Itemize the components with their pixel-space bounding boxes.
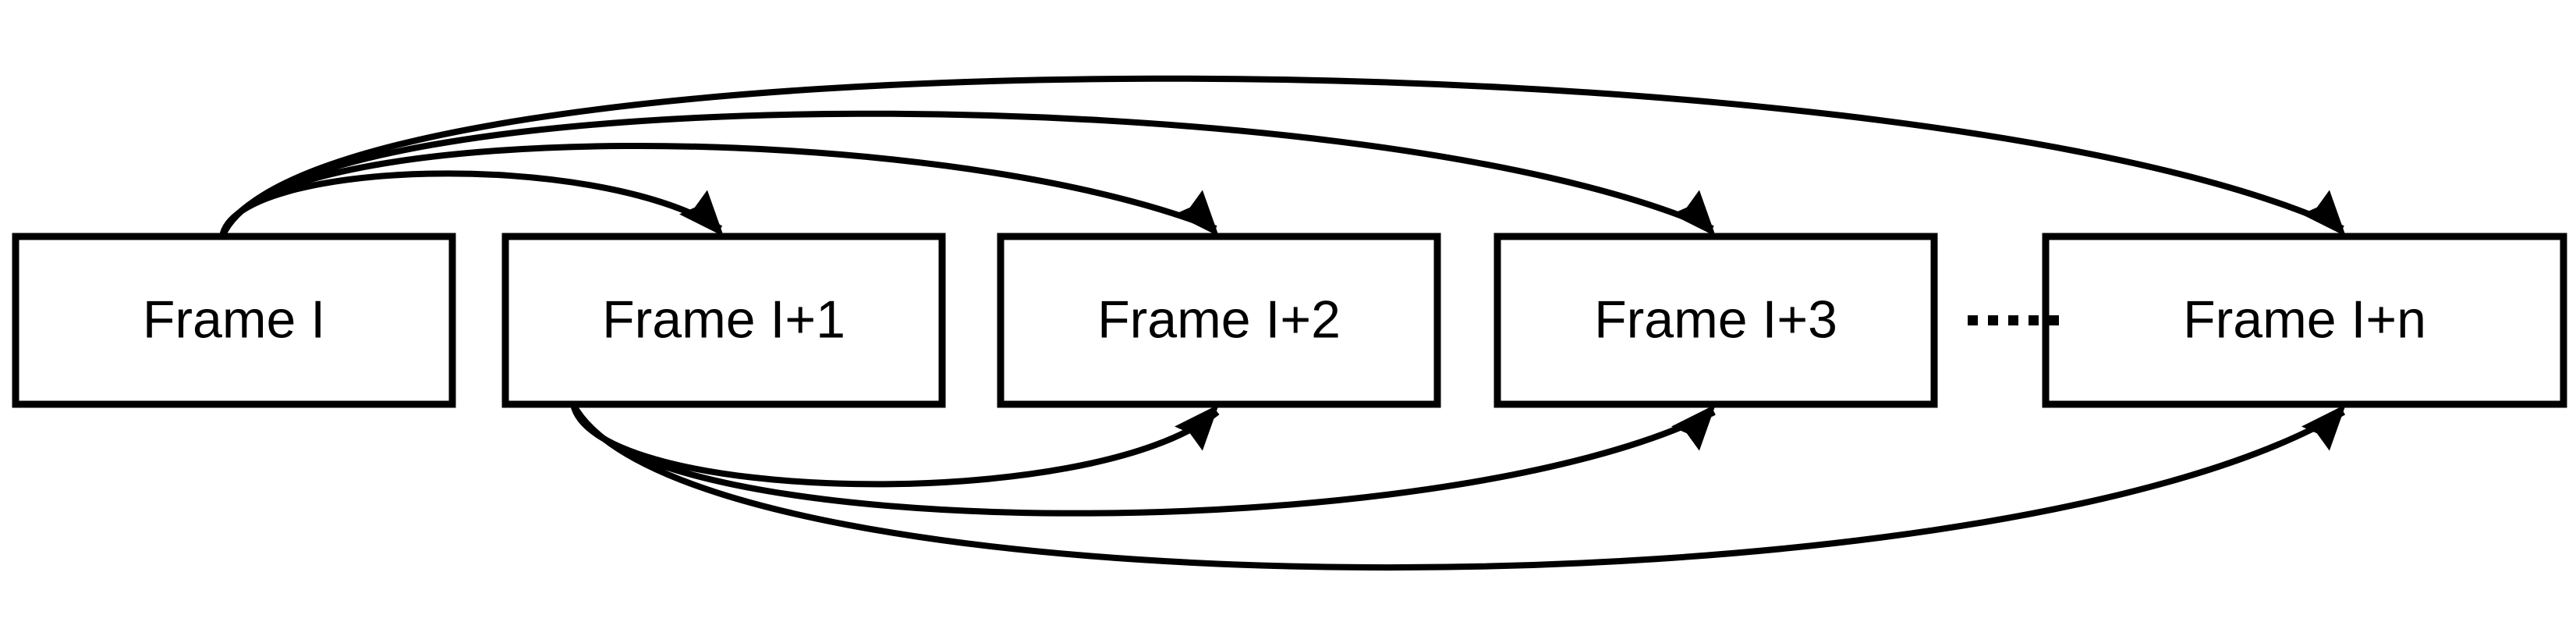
frame-label-frame-i: Frame I [143, 290, 325, 349]
arrowheads-group [679, 190, 2346, 451]
bottom-edges-group [570, 403, 2346, 571]
frame-box-frame-i3[interactable] [1494, 233, 1938, 408]
edge-frame-i1-to-frame-i3 [570, 403, 1716, 517]
frame-label-frame-i3: Frame I+3 [1594, 290, 1837, 349]
arrowhead-into-frame-i3-top [1671, 190, 1716, 236]
frame-node-frame-i[interactable]: Frame I [12, 233, 456, 408]
ellipsis-dot [1968, 315, 1978, 325]
frame-node-frame-i2[interactable]: Frame I+2 [997, 233, 1441, 408]
edge-frame-i-to-frame-i3 [219, 110, 1714, 238]
ellipsis-dot [1988, 315, 1998, 325]
frames-ellipsis-icon [1968, 315, 2059, 325]
ellipsis-dot [2029, 315, 2039, 325]
edge-frame-i-to-frame-in [219, 75, 2344, 238]
top-edges-group [219, 75, 2344, 238]
arrowhead-into-frame-in-top [2301, 190, 2346, 236]
frame-boxes-group: Frame I Frame I+1 Frame I+2 Frame I+3 Fr… [12, 233, 2567, 408]
frame-box-frame-in[interactable] [2042, 233, 2567, 408]
edge-frame-i-to-frame-i1 [219, 170, 723, 237]
arrowhead-into-frame-i3-bottom [1671, 404, 1716, 451]
arrowhead-into-frame-i2-bottom [1175, 404, 1219, 451]
frame-node-frame-i3[interactable]: Frame I+3 [1494, 233, 1938, 408]
edge-frame-i1-to-frame-in [570, 403, 2346, 571]
arrowhead-into-frame-i1 [679, 190, 724, 236]
frame-box-frame-i2[interactable] [997, 233, 1441, 408]
edge-frame-i-to-frame-i2 [219, 143, 1217, 238]
frame-node-frame-i1[interactable]: Frame I+1 [501, 233, 946, 408]
frame-box-frame-i1[interactable] [501, 233, 946, 408]
frame-label-frame-in: Frame I+n [2183, 290, 2426, 349]
frame-label-frame-i1: Frame I+1 [602, 290, 845, 349]
arrowhead-into-frame-in-bottom [2301, 404, 2346, 451]
frame-box-frame-i[interactable] [12, 233, 456, 408]
ellipsis-dot [2008, 315, 2018, 325]
frame-node-frame-in[interactable]: Frame I+n [2042, 233, 2567, 408]
arrowhead-into-frame-i2-top [1175, 190, 1219, 236]
edge-frame-i1-to-frame-i2 [570, 403, 1220, 488]
frame-label-frame-i2: Frame I+2 [1097, 290, 1341, 349]
ellipsis-dot [2049, 315, 2059, 325]
